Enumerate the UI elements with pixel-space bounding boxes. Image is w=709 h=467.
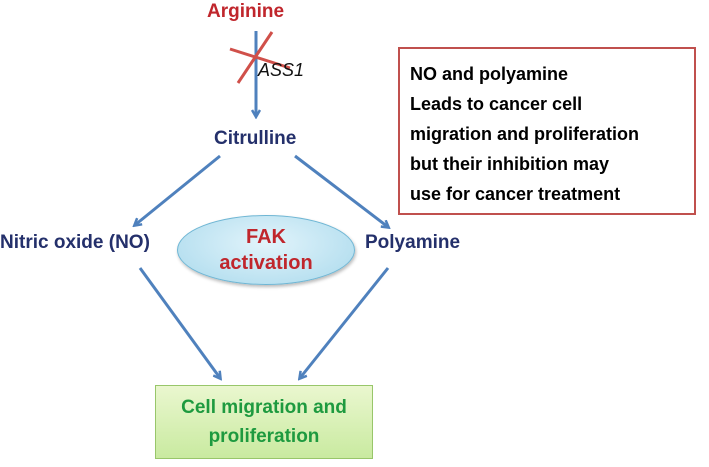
note-box: NO and polyamine Leads to cancer cell mi… [398,47,696,215]
note-line: but their inhibition may [410,154,609,174]
outcome-line-1: Cell migration and [181,397,347,418]
outcome-line-2: proliferation [208,426,320,447]
fak-line-2: activation [219,252,313,274]
arrow-polyamine-outcome [300,267,390,378]
arrow-no-outcome [138,267,220,378]
ass1-enzyme-label: ASS1 [258,60,305,80]
fak-activation-ellipse: FAK activation [177,215,355,285]
polyamine-label: Polyamine [365,232,461,253]
arrow-citrulline-polyamine [294,154,388,227]
citrulline-label: Citrulline [214,128,297,149]
nitric-oxide-label: Nitric oxide (NO) [0,232,150,253]
arginine-label: Arginine [207,1,285,22]
inhibition-cross-icon [229,31,291,84]
note-line: NO and polyamine [410,64,569,84]
note-line: use for cancer treatment [410,184,621,204]
note-line: migration and proliferation [410,124,640,144]
fak-line-1: FAK [246,226,286,248]
arrow-citrulline-no [135,154,221,225]
outcome-box: Cell migration and proliferation [155,385,373,459]
note-line: Leads to cancer cell [410,94,583,114]
